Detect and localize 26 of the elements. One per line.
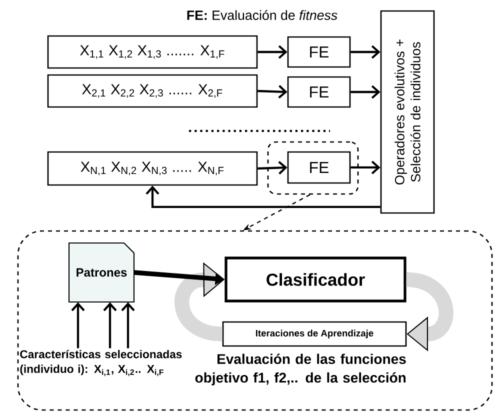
arrow xyxy=(258,84,288,99)
arrow xyxy=(350,85,380,99)
sequence-box: X$_{N,1}$ X$_{N,2}$ X$_{N,3}$ ..... X$_{N,F}$ xyxy=(47,151,258,186)
arrow xyxy=(350,160,380,174)
arrow xyxy=(71,302,85,348)
dashed-box xyxy=(17,230,493,411)
sequence-box: X$_{1,1}$ X$_{1,2}$ X$_{1,3}$ ....... X$_{1,F}$ xyxy=(47,35,258,69)
process-box: Iteraciones de Aprendizaje xyxy=(222,321,407,347)
sequence-box: X$_{2,1}$ X$_{2,2}$ X$_{2,3}$ ...... X$_{2,F}$ xyxy=(47,74,258,108)
arrow xyxy=(350,45,380,59)
arrow xyxy=(258,45,288,59)
arrow xyxy=(146,186,380,208)
title: FE: Evaluación de fitness xyxy=(187,10,338,20)
process-box: FE xyxy=(287,76,351,108)
arrow xyxy=(406,272,454,352)
caption-text: Evaluación de las funciones objetivo f1, f2,.. de la selección xyxy=(195,354,406,386)
arrow xyxy=(121,302,135,348)
caption-text: Características seleccionadas (individuo i): X$_{i,1}$, X$_{i,2}$.. X$_{i,F}$ xyxy=(20,350,182,376)
classifier-box: Clasificador xyxy=(224,256,406,302)
dashed-box xyxy=(267,141,359,195)
operator-box: Operadores evolutivos + Selección de individuos xyxy=(380,10,435,214)
arrow xyxy=(258,160,288,175)
process-box: FE xyxy=(287,151,351,184)
document-box: Patrones xyxy=(68,242,135,303)
arrow xyxy=(103,302,117,348)
process-box: FE xyxy=(287,36,351,68)
